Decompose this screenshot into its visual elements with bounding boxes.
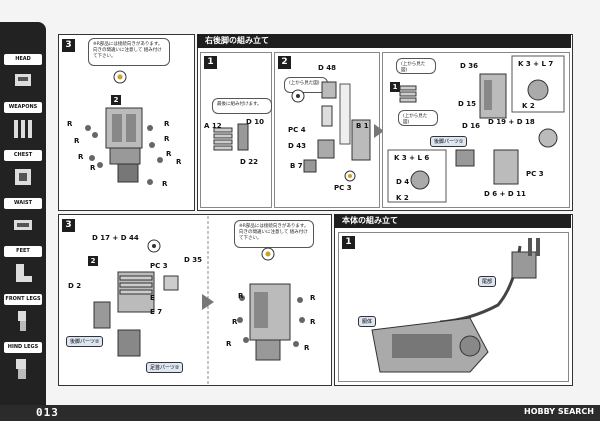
- part-label: D 16: [462, 122, 480, 130]
- part-label: D 6 + D 11: [484, 190, 526, 198]
- part-label: R: [162, 180, 168, 188]
- feet-icon: [16, 264, 32, 282]
- part-label: D 2: [68, 282, 82, 290]
- part-label: K 2: [522, 102, 535, 110]
- part-label: E 7: [150, 308, 163, 316]
- step-number: 3: [62, 219, 75, 232]
- part-label: R: [310, 294, 316, 302]
- part-tag: 後脚パーツ①: [430, 136, 468, 147]
- part-label: D 15: [458, 100, 476, 108]
- panel-step-result: [382, 52, 570, 208]
- hind-legs-icon: [16, 359, 26, 379]
- part-label: D 22: [240, 158, 258, 166]
- chest-icon: [15, 169, 31, 185]
- part-label: PC 4: [288, 126, 306, 134]
- sub-step-number: 2: [88, 256, 98, 266]
- step-number: 1: [342, 236, 355, 249]
- part-label: D 35: [184, 256, 202, 264]
- part-label: D 19 + D 18: [488, 118, 535, 126]
- sub-step-number: 1: [390, 82, 400, 92]
- sidebar-item-front-legs[interactable]: FRONT LEGS: [4, 294, 42, 338]
- part-label: R: [166, 150, 172, 158]
- part-label: R: [78, 153, 84, 161]
- sidebar-item-waist[interactable]: WAIST: [4, 198, 42, 242]
- waist-icon: [14, 220, 32, 230]
- sidebar-item-chest[interactable]: CHEST: [4, 150, 42, 194]
- part-label: B 7: [290, 162, 303, 170]
- part-label: R: [74, 137, 80, 145]
- part-label: D 48: [318, 64, 336, 72]
- part-tag: 足首パーツ②: [146, 362, 184, 373]
- panel-step1: [200, 52, 272, 208]
- part-label: R: [232, 318, 238, 326]
- note: (上から見た図): [396, 58, 436, 74]
- weapons-icon: [14, 120, 32, 138]
- part-label: K 3 + L 7: [518, 60, 554, 68]
- page-number: 013: [36, 406, 59, 419]
- part-label: PC 3: [150, 262, 168, 270]
- part-label: B 1: [356, 122, 369, 130]
- panel-step1-body: [338, 232, 569, 382]
- part-label: R: [226, 340, 232, 348]
- part-label: K 2: [396, 194, 409, 202]
- part-label: D 17 + D 44: [92, 234, 139, 242]
- part-label: D 43: [288, 142, 306, 150]
- sidebar: HEAD WEAPONS CHEST WAIST FEET FRONT LEGS…: [0, 22, 46, 405]
- sidebar-label: HIND LEGS: [4, 342, 42, 353]
- part-label: PC 3: [526, 170, 544, 178]
- sidebar-item-hind-legs[interactable]: HIND LEGS: [4, 342, 42, 386]
- note: (上から見た図): [398, 110, 438, 126]
- part-label: E: [150, 294, 155, 302]
- part-label: A 12: [204, 122, 222, 130]
- part-label: R: [90, 164, 96, 172]
- part-label: R: [310, 318, 316, 326]
- part-label: R: [238, 292, 244, 300]
- sidebar-label: HEAD: [4, 54, 42, 65]
- part-label: R: [164, 120, 170, 128]
- sub-step-number: 2: [111, 95, 121, 105]
- sidebar-label: CHEST: [4, 150, 42, 161]
- sidebar-item-feet[interactable]: FEET: [4, 246, 42, 290]
- part-tag: 尾部: [478, 276, 497, 287]
- sidebar-label: FRONT LEGS: [4, 294, 42, 305]
- note: 最後に組み付けます。: [212, 98, 272, 114]
- sidebar-item-head[interactable]: HEAD: [4, 54, 42, 98]
- part-label: R: [176, 158, 182, 166]
- section-title: 本体の組み立て: [334, 214, 571, 228]
- head-icon: [15, 74, 31, 86]
- note: ※R部品には接続向きがあります。 向きの間違いに注意して 組み付けて下さい。: [234, 220, 314, 248]
- part-label: PC 3: [334, 184, 352, 192]
- part-tag: 後脚パーツ②: [66, 336, 104, 347]
- part-label: K 3 + L 6: [394, 154, 430, 162]
- front-legs-icon: [18, 311, 26, 331]
- step-number: 2: [278, 56, 291, 69]
- part-label: R: [164, 135, 170, 143]
- part-label: D 10: [246, 118, 264, 126]
- sidebar-label: FEET: [4, 246, 42, 257]
- note: ※R部品には接続向きがあります。 向きの間違いに注意して 組み付けて下さい。: [88, 38, 170, 66]
- step-number: 3: [62, 39, 75, 52]
- step-number: 1: [204, 56, 217, 69]
- part-tag: 胴体: [358, 316, 377, 327]
- part-label: R: [67, 120, 73, 128]
- sidebar-label: WEAPONS: [4, 102, 42, 113]
- sidebar-item-weapons[interactable]: WEAPONS: [4, 102, 42, 146]
- section-title: 右後脚の組み立て: [197, 34, 571, 48]
- watermark: HOBBY SEARCH: [524, 407, 594, 416]
- part-label: R: [304, 344, 310, 352]
- note: (上から見た図): [284, 77, 328, 93]
- part-label: D 4: [396, 178, 410, 186]
- sidebar-label: WAIST: [4, 198, 42, 209]
- footer-band: [0, 405, 600, 421]
- part-label: D 36: [460, 62, 478, 70]
